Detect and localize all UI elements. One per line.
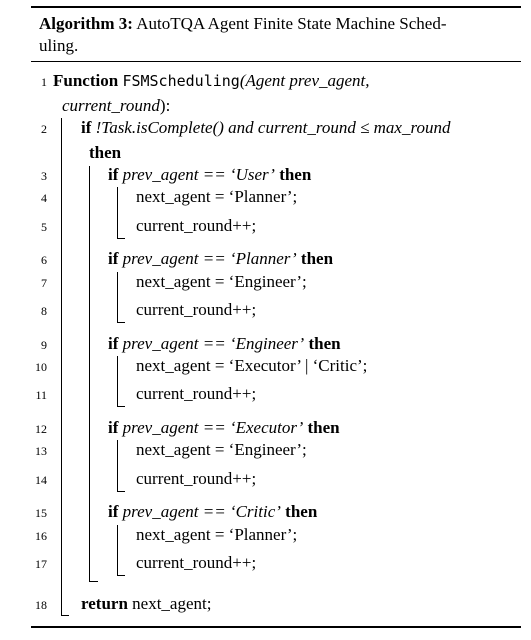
function-arg: current_round <box>62 96 160 115</box>
algorithm-title: AutoTQA Agent Finite State Machine Sched… <box>136 14 447 33</box>
line-number: 6 <box>41 253 47 267</box>
algorithm-title-cont: uling. <box>39 36 79 55</box>
critic-block-end <box>117 575 125 576</box>
if-scope-end <box>89 581 98 582</box>
line-number: 1 <box>41 75 47 89</box>
function-signature: Function FSMScheduling(Agent prev_agent, <box>53 70 370 92</box>
statement: current_round++; <box>136 300 257 319</box>
statement: next_agent = ‘Engineer’; <box>136 440 307 459</box>
condition: prev_agent == ‘Executor’ <box>122 418 304 437</box>
return-statement: return next_agent; <box>81 593 211 615</box>
then-keyword: then <box>279 165 312 184</box>
function-args: (Agent prev_agent, <box>239 71 370 90</box>
if-keyword: if <box>108 418 119 437</box>
function-name: FSMScheduling <box>122 72 240 90</box>
statement: current_round++; <box>136 469 257 488</box>
then-keyword: then <box>89 143 122 162</box>
top-rule <box>31 6 521 8</box>
planner-block-bar <box>117 272 118 322</box>
condition: prev_agent == ‘Critic’ <box>122 502 281 521</box>
if-keyword: if <box>108 334 119 353</box>
line-number: 2 <box>41 122 47 136</box>
if-planner: if prev_agent == ‘Planner’ then <box>108 248 333 270</box>
condition: prev_agent == ‘Planner’ <box>122 249 297 268</box>
statement: current_round++; <box>136 216 257 235</box>
executor-block-bar <box>117 440 118 491</box>
function-scope-bar <box>61 118 62 615</box>
executor-block-end <box>117 491 125 492</box>
if-keyword: if <box>108 249 119 268</box>
while-condition: if !Task.isComplete() and current_round … <box>81 117 450 139</box>
line-number: 9 <box>41 338 47 352</box>
planner-block-end <box>117 322 125 323</box>
function-signature-cont: current_round): <box>62 95 170 117</box>
statement: next_agent = ‘Planner’; <box>136 187 298 206</box>
algorithm-caption: Algorithm 3: AutoTQA Agent Finite State … <box>39 13 509 57</box>
critic-block-bar <box>117 525 118 575</box>
line-number: 8 <box>41 304 47 318</box>
algorithm-label: Algorithm 3: <box>39 14 133 33</box>
if-keyword: if <box>108 165 119 184</box>
line-number: 13 <box>35 444 47 458</box>
if-engineer: if prev_agent == ‘Engineer’ then <box>108 333 341 355</box>
statement: current_round++; <box>136 384 257 403</box>
line-number: 5 <box>41 220 47 234</box>
user-block-bar <box>117 187 118 238</box>
then-keyword: then <box>307 418 340 437</box>
line-number: 18 <box>35 598 47 612</box>
line-number: 10 <box>35 360 47 374</box>
line-number: 14 <box>35 473 47 487</box>
if-scope-bar <box>89 166 90 581</box>
line-number: 7 <box>41 276 47 290</box>
if-user: if prev_agent == ‘User’ then <box>108 164 311 186</box>
if-executor: if prev_agent == ‘Executor’ then <box>108 417 340 439</box>
condition: prev_agent == ‘User’ <box>122 165 275 184</box>
statement: next_agent = ‘Executor’ | ‘Critic’; <box>136 356 368 375</box>
line-number: 15 <box>35 506 47 520</box>
function-scope-end <box>61 615 69 616</box>
line-number: 17 <box>35 557 47 571</box>
line-number: 16 <box>35 529 47 543</box>
statement: next_agent = ‘Planner’; <box>136 525 298 544</box>
bottom-rule <box>31 626 521 628</box>
function-keyword: Function <box>53 71 119 90</box>
condition: !Task.isComplete() and current_round ≤ m… <box>95 118 451 137</box>
statement: current_round++; <box>136 553 257 572</box>
caption-rule <box>31 61 521 62</box>
line-number: 3 <box>41 169 47 183</box>
then-keyword: then <box>285 502 318 521</box>
return-value: next_agent; <box>132 594 212 613</box>
line-number: 12 <box>35 422 47 436</box>
if-critic: if prev_agent == ‘Critic’ then <box>108 501 317 523</box>
return-keyword: return <box>81 594 128 613</box>
if-keyword: if <box>108 502 119 521</box>
then-keyword: then <box>308 334 341 353</box>
then-keyword: then <box>300 249 334 268</box>
user-block-end <box>117 238 125 239</box>
line-number: 4 <box>41 191 47 205</box>
engineer-block-end <box>117 406 125 407</box>
statement: next_agent = ‘Engineer’; <box>136 272 307 291</box>
function-close: ): <box>159 96 171 115</box>
line-number: 11 <box>35 388 47 402</box>
condition: prev_agent == ‘Engineer’ <box>122 334 305 353</box>
if-keyword: if <box>81 118 92 137</box>
engineer-block-bar <box>117 356 118 406</box>
